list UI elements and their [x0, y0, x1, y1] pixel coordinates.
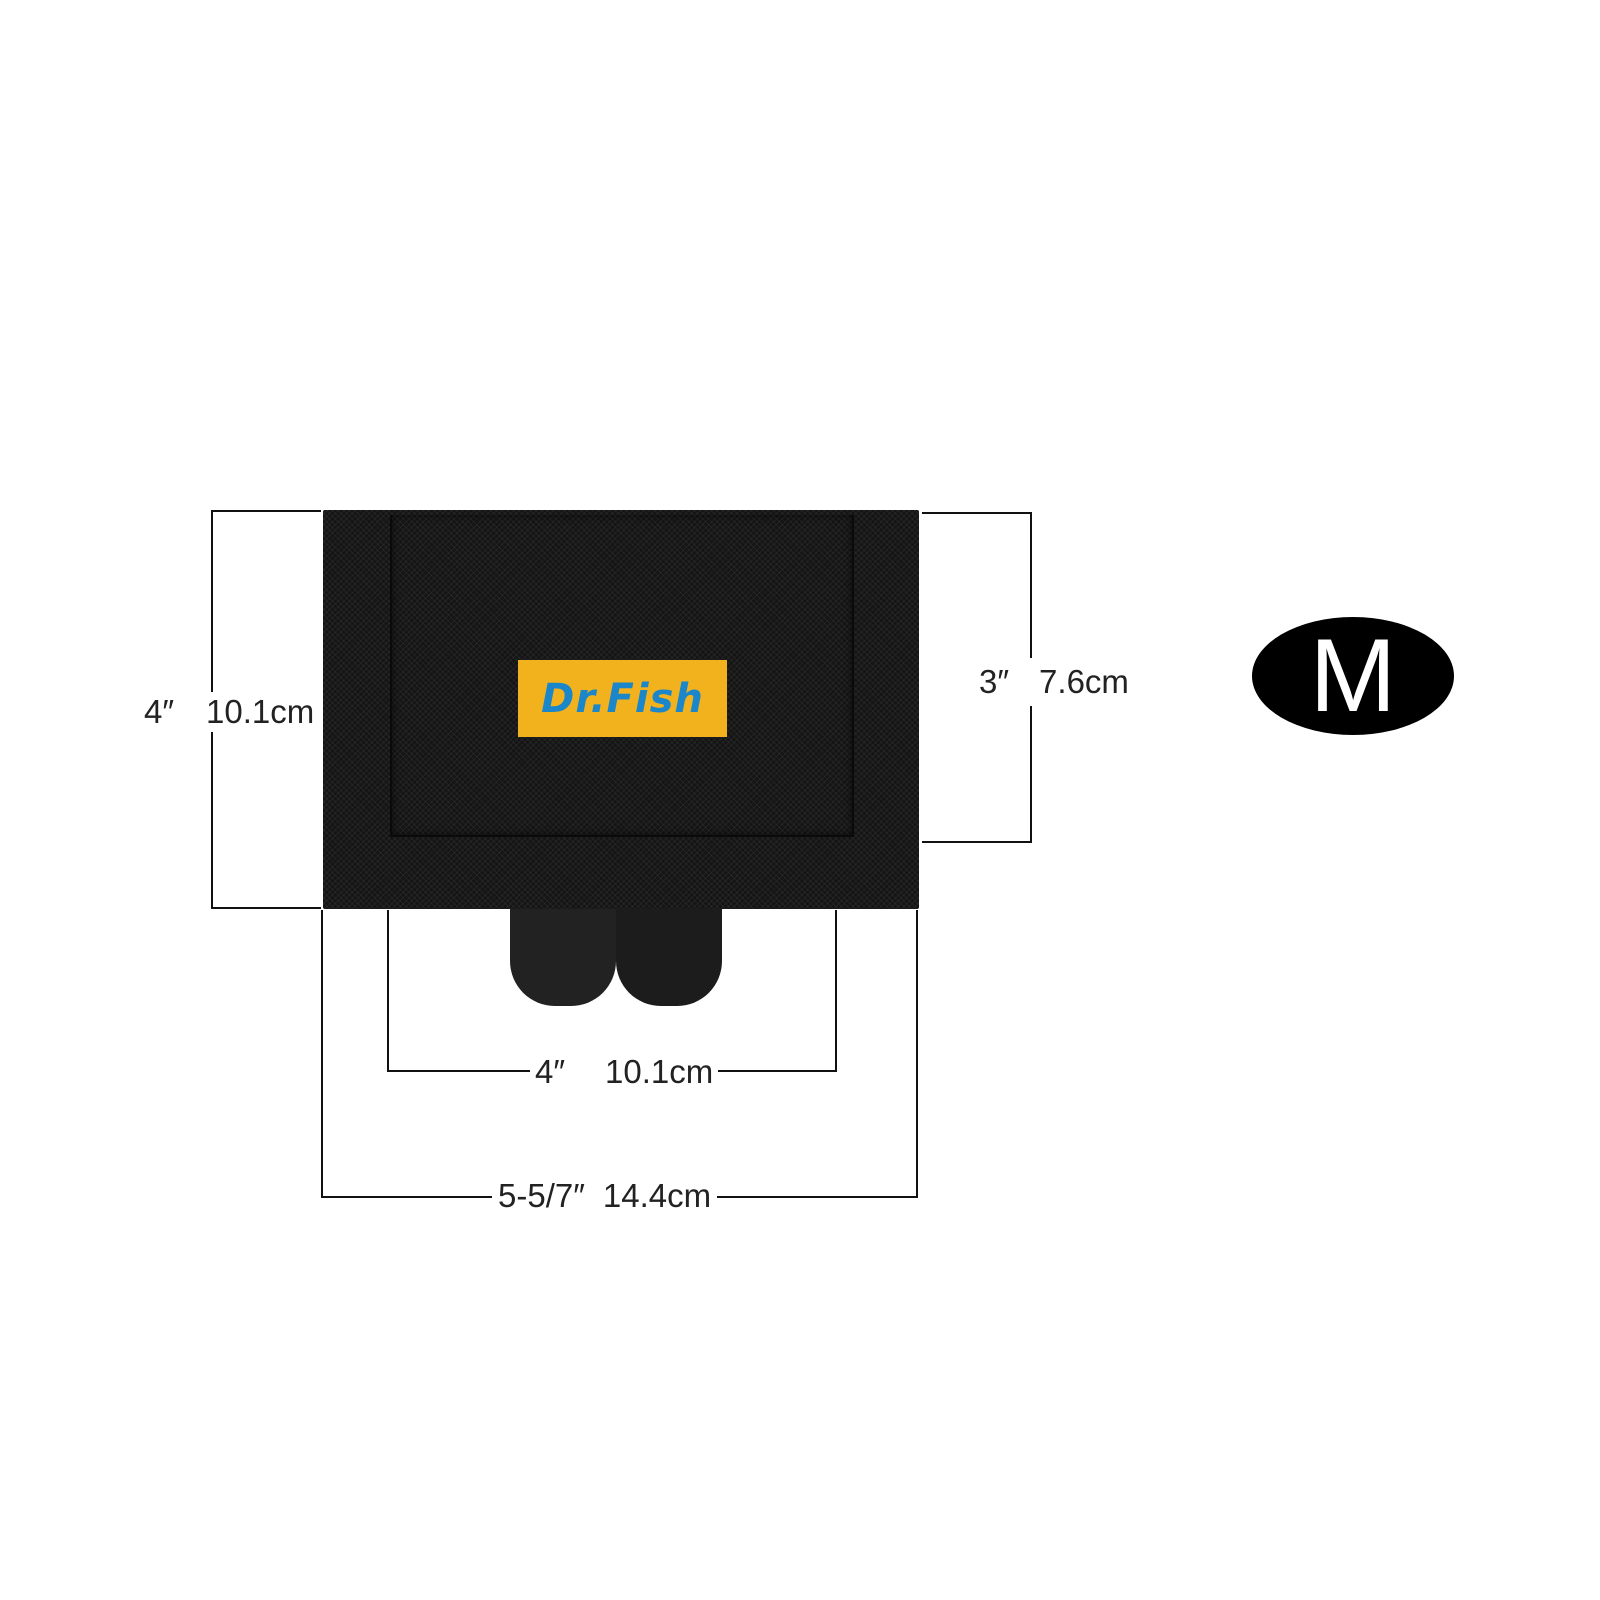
- brand-logo-patch: Dr.Fish: [518, 660, 727, 737]
- inner-width-tick-right: [835, 910, 837, 1072]
- inner-width-tick-left: [387, 910, 389, 1072]
- inner-width-label: 4″10.1cm: [530, 1052, 719, 1092]
- right-dimension-tick-bottom: [922, 841, 1032, 843]
- outer-width-tick-right: [916, 910, 918, 1198]
- right-dimension-tick-top: [922, 512, 1032, 514]
- pull-tab-right: [616, 909, 722, 1006]
- pouch-inner-panel: [390, 515, 854, 837]
- left-dimension-label: 4″10.1cm: [140, 692, 319, 732]
- size-badge-label: M: [1309, 618, 1397, 734]
- size-badge: M: [1252, 617, 1454, 735]
- left-dimension-tick-bottom: [211, 907, 321, 909]
- left-dimension-tick-top: [211, 510, 321, 512]
- right-dimension-label: 3″7.6cm: [975, 658, 1133, 706]
- pull-tab-left: [510, 909, 616, 1006]
- brand-logo-text: Dr.Fish: [541, 675, 704, 722]
- outer-width-label: 5-5/7″14.4cm: [492, 1176, 718, 1216]
- outer-width-tick-left: [321, 910, 323, 1198]
